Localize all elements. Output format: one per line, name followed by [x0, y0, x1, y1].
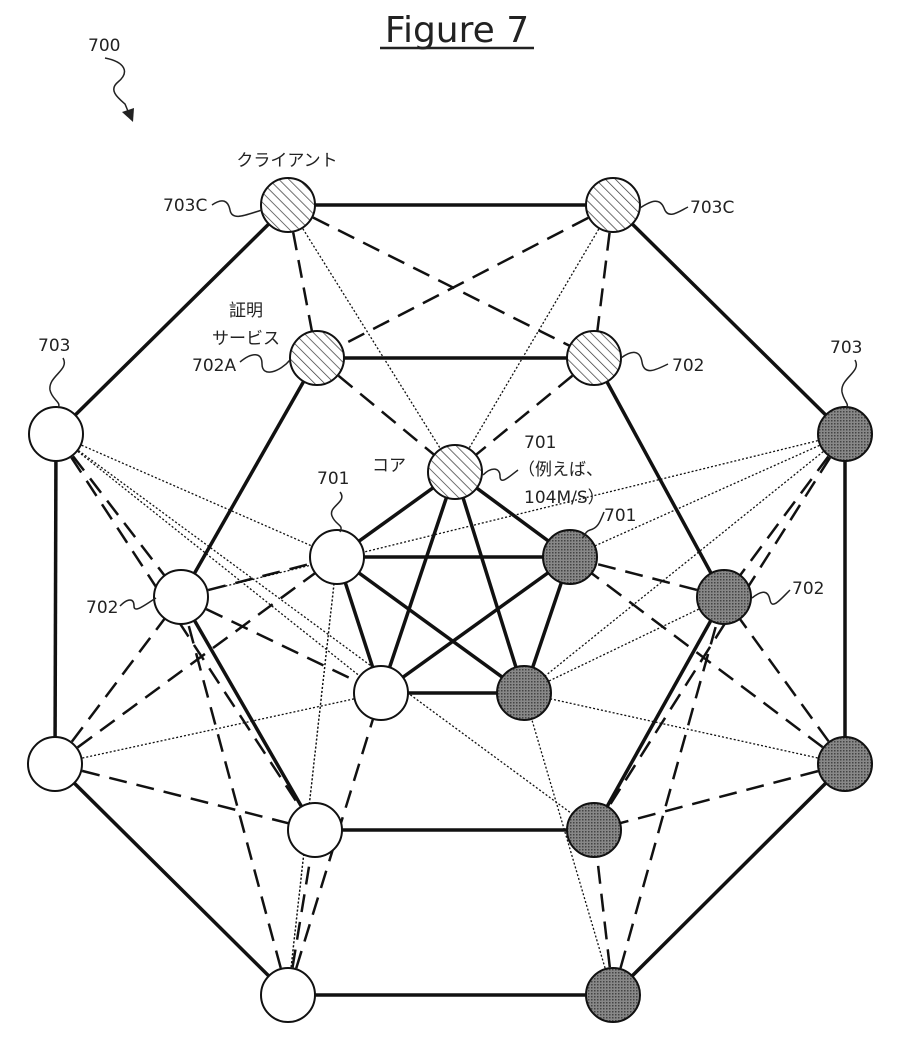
solid-link: [613, 764, 845, 995]
leader: [582, 512, 604, 538]
solid-link: [55, 434, 56, 764]
white-node-C: [29, 407, 83, 461]
label-701-core: 701: [524, 433, 556, 453]
label-702-right-top: 702: [672, 356, 704, 376]
leader: [50, 358, 65, 408]
dashed-link: [56, 434, 315, 830]
leader: [640, 201, 688, 214]
dashed-link: [724, 597, 845, 764]
label-703c-left: 703C: [163, 196, 207, 216]
label-cert-line2: サービス: [212, 329, 280, 349]
dotted-link: [288, 557, 337, 995]
leader: [842, 360, 857, 408]
solid-link: [613, 205, 845, 434]
dotted-link: [56, 434, 337, 557]
white-node-k2: [310, 530, 364, 584]
label-702-left: 702: [86, 598, 118, 618]
ref-arrow: [105, 58, 130, 116]
solid-link: [455, 472, 524, 693]
leader: [483, 469, 518, 480]
leader: [752, 590, 790, 604]
shaded-node-f: [567, 803, 621, 857]
leader: [621, 352, 668, 370]
label-core-example-1: （例えば、: [518, 460, 603, 480]
dashed-link: [55, 597, 181, 764]
leader: [331, 492, 341, 532]
white-node-G: [261, 968, 315, 1022]
shaded-node-d: [697, 570, 751, 624]
leader: [120, 598, 156, 609]
label-703-left: 703: [38, 336, 70, 356]
dashed-link: [724, 434, 845, 597]
label-core-example-2: 104M/S）: [524, 488, 605, 508]
shaded-node-F: [818, 737, 872, 791]
solid-link: [181, 358, 317, 597]
label-702a: 702A: [192, 356, 236, 376]
dotted-link: [524, 597, 724, 693]
white-node-c: [154, 570, 208, 624]
shaded-node-k3: [543, 530, 597, 584]
hatched-node-a: [290, 331, 344, 385]
label-703c-right: 703C: [690, 198, 734, 218]
dashed-link: [317, 205, 613, 358]
label-701-left: 701: [317, 469, 349, 489]
shaded-node-k5: [497, 666, 551, 720]
leader: [212, 201, 262, 216]
dashed-link: [55, 764, 315, 830]
solid-link: [381, 472, 455, 693]
dashed-link: [594, 764, 845, 830]
label-703-right: 703: [830, 338, 862, 358]
figure-title: Figure 7: [385, 10, 529, 51]
shaded-node-H: [586, 968, 640, 1022]
leader: [240, 355, 290, 372]
hatched-node-k1: [428, 445, 482, 499]
arrow-head-icon: [122, 108, 134, 122]
label-701-right: 701: [604, 506, 636, 526]
label-core: コア: [372, 456, 406, 476]
dotted-link: [570, 434, 845, 557]
dashed-link: [181, 597, 288, 995]
dashed-link: [288, 205, 594, 358]
dashed-link: [181, 597, 381, 693]
shaded-node-D: [818, 407, 872, 461]
solid-link: [181, 597, 315, 830]
dashed-link: [56, 434, 181, 597]
dotted-link: [56, 434, 594, 830]
white-node-e: [288, 803, 342, 857]
label-client: クライアント: [236, 151, 337, 171]
label-cert-line1: 証明: [229, 301, 263, 321]
white-node-E: [28, 737, 82, 791]
hatched-node-A: [261, 178, 315, 232]
dashed-link: [594, 434, 845, 830]
white-node-k4: [354, 666, 408, 720]
solid-link: [594, 358, 724, 597]
hatched-node-b: [567, 331, 621, 385]
figure-ref-700: 700: [88, 36, 120, 56]
solid-link: [55, 764, 288, 995]
label-702-right: 702: [792, 579, 824, 599]
solid-link: [594, 597, 724, 830]
dashed-link: [613, 597, 724, 995]
nodes: [28, 178, 872, 1022]
hatched-node-B: [586, 178, 640, 232]
